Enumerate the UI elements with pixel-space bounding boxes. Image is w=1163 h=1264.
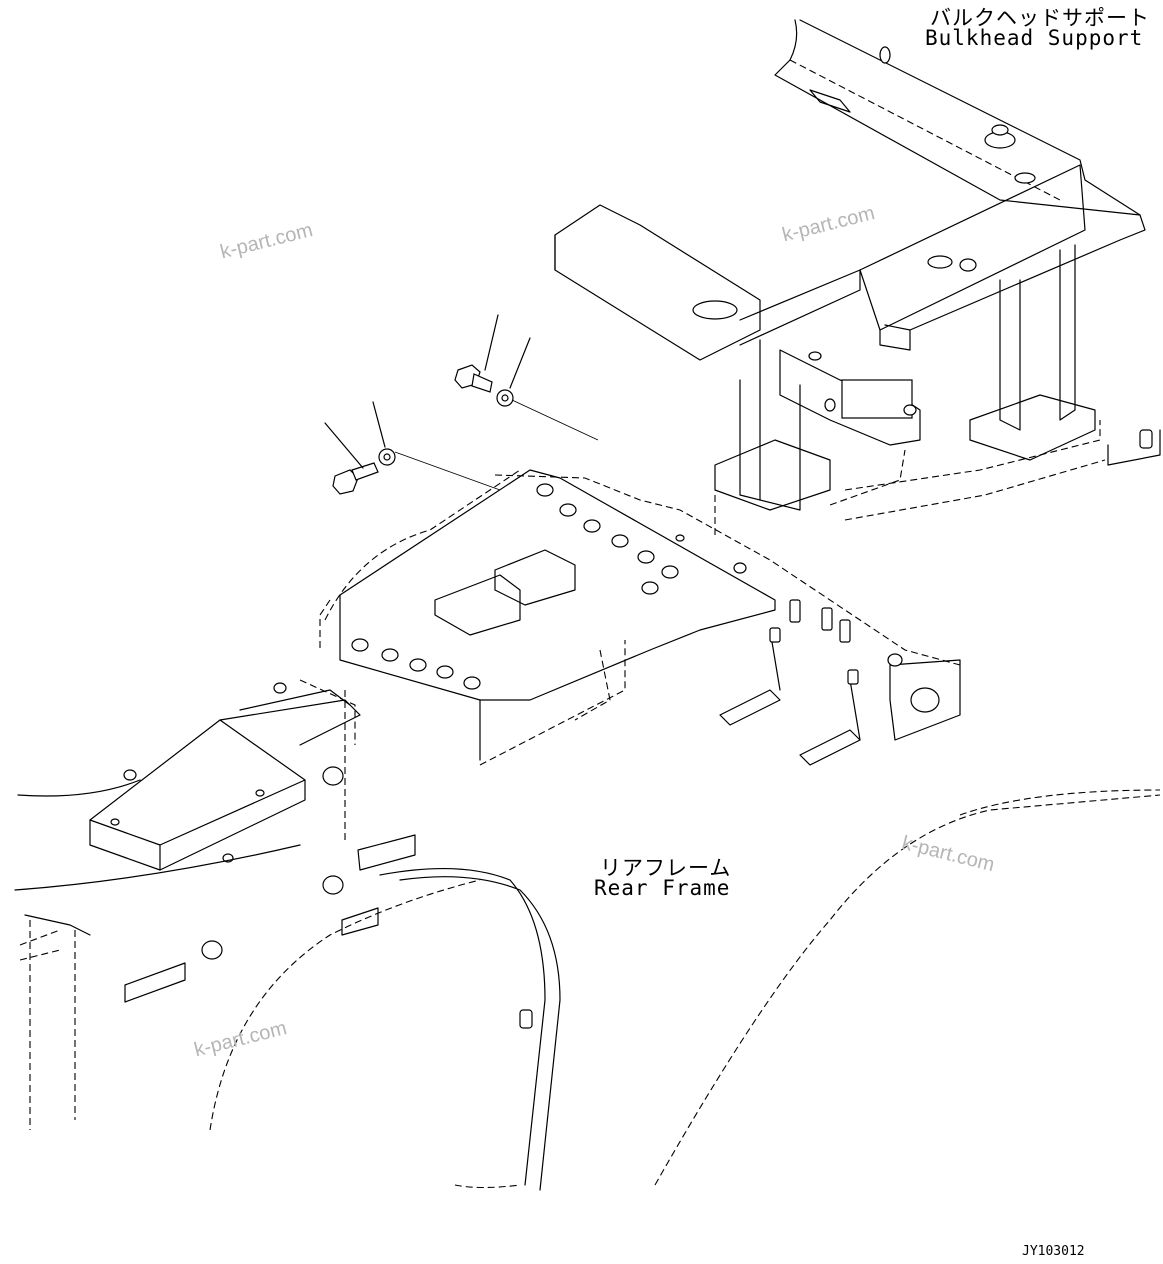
washer-lower: [372, 401, 501, 491]
bolt-lower: [324, 422, 379, 495]
mount-cushions: [124, 766, 416, 1003]
bulkhead-support-label-jp: バルクヘッドサポート: [930, 6, 1150, 30]
rear-frame-outline: [14, 779, 1161, 1191]
washer-upper: [496, 337, 599, 441]
rear-frame-label-jp: リアフレーム: [600, 856, 732, 880]
bulkhead-support-label-en: Bulkhead Support: [925, 26, 1144, 50]
rear-frame-label-en: Rear Frame: [594, 876, 731, 900]
drawing-code: JY103012: [1022, 1244, 1085, 1259]
step-plate: [89, 682, 361, 871]
bolt-upper: [454, 314, 499, 393]
bulkhead-support-frame: [554, 19, 1161, 535]
rear-frame-plate: [299, 469, 961, 840]
